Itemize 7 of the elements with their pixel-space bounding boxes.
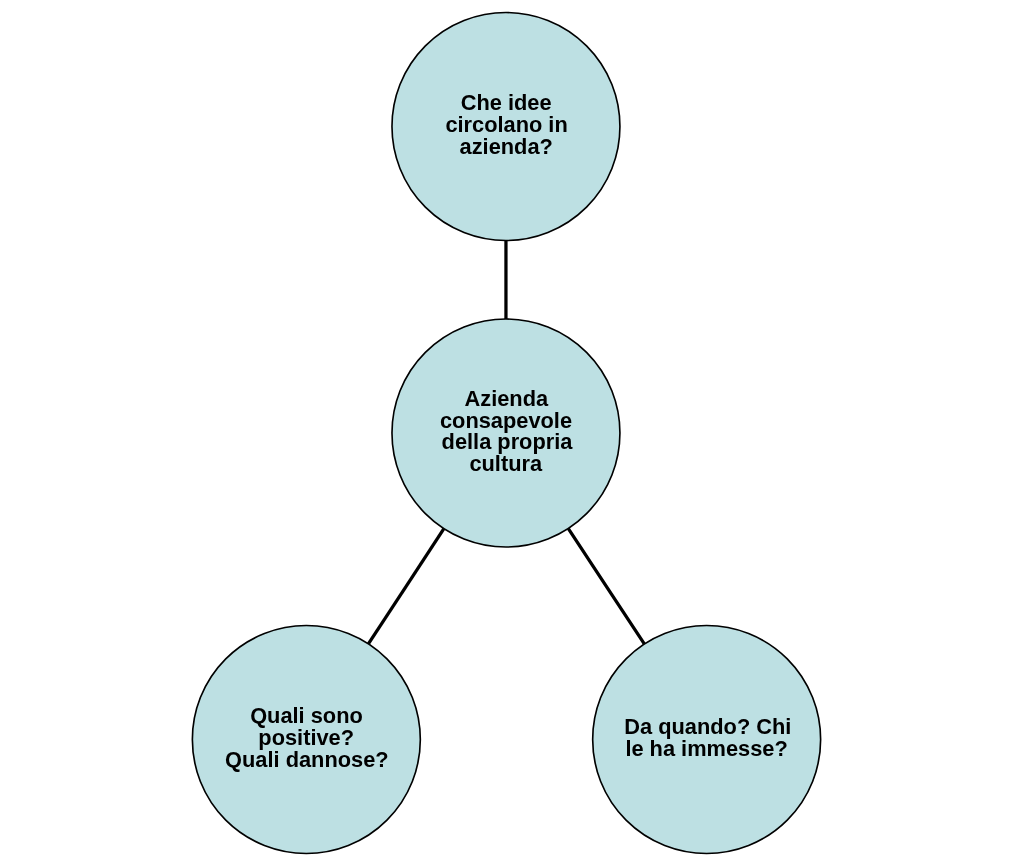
connector	[566, 527, 646, 645]
node-circle: Quali sono positive? Quali dannose?	[191, 624, 421, 855]
node-circle: Che idee circolano in azienda?	[390, 11, 621, 242]
node-circle: Da quando? Chi le ha immesse?	[591, 624, 821, 855]
connector	[503, 240, 508, 319]
node-circle: Azienda consapevole della propria cultura	[390, 318, 621, 548]
connector	[366, 527, 445, 645]
